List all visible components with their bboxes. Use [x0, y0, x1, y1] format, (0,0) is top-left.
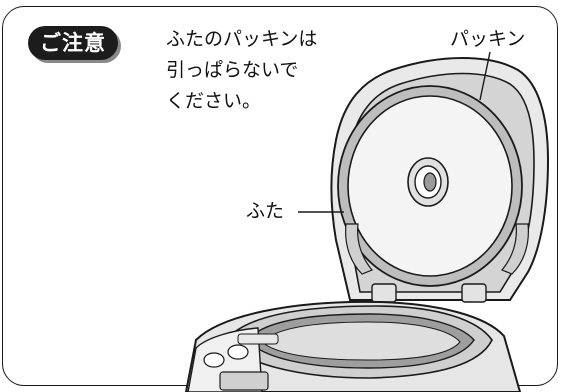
lid-label: ふた: [246, 200, 285, 222]
inner-pot-surface: [261, 321, 461, 361]
panel-display: [219, 371, 269, 391]
panel-button-1: [203, 352, 225, 368]
packing-label: パッキン: [450, 28, 526, 50]
caution-badge: ご注意: [28, 26, 118, 60]
lid-side-detail-right: [501, 223, 529, 275]
packing-leader-line: [479, 51, 491, 101]
hinge-right: [461, 283, 487, 303]
hinge-left: [371, 283, 397, 303]
caution-message: ふたのパッキンは 引っぱらないで ください。: [166, 28, 318, 112]
panel-button-2: [227, 344, 249, 360]
lid-side-detail-left: [345, 223, 373, 275]
panel-strip: [237, 333, 279, 345]
steam-valve-hole: [423, 172, 437, 192]
